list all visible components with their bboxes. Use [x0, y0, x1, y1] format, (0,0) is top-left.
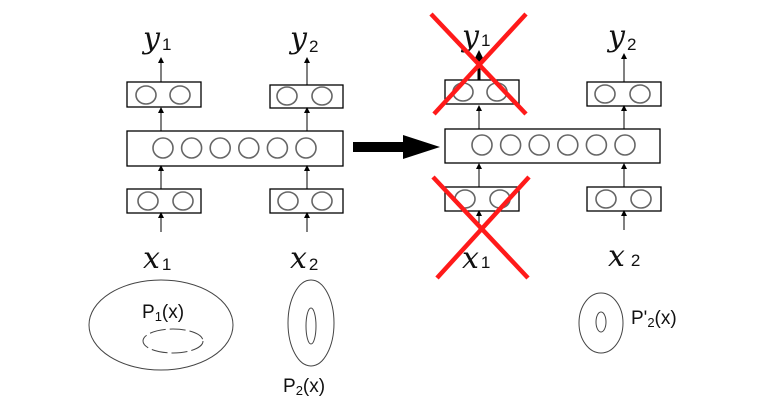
neuron: [209, 137, 231, 159]
shared-layer: [126, 130, 344, 167]
neuron: [499, 134, 522, 156]
neuron: [471, 134, 493, 156]
distribution-p2: P2(x): [283, 279, 335, 398]
p2-label: P2(x): [283, 376, 325, 398]
p2-prime-label: P'2(x): [631, 308, 677, 330]
red-x-icon: [429, 12, 528, 116]
neuron: [152, 137, 174, 159]
distribution-p2-prime: P'2(x): [578, 292, 677, 354]
red-x-icon: [431, 175, 531, 280]
p1-label: P1(x): [142, 302, 184, 324]
neuron: [556, 134, 579, 156]
output-layer-1: [126, 81, 202, 108]
neuron: [614, 134, 636, 156]
neuron: [238, 137, 260, 159]
distribution-p1: P1(x): [88, 279, 234, 371]
neuron: [295, 137, 317, 159]
neuron: [266, 137, 289, 159]
neuron: [180, 137, 203, 159]
right-arrow-icon: [353, 135, 440, 159]
shared-layer: [444, 128, 661, 164]
neuron: [528, 134, 551, 156]
neuron: [585, 134, 608, 156]
input-layer-2: [586, 186, 662, 212]
